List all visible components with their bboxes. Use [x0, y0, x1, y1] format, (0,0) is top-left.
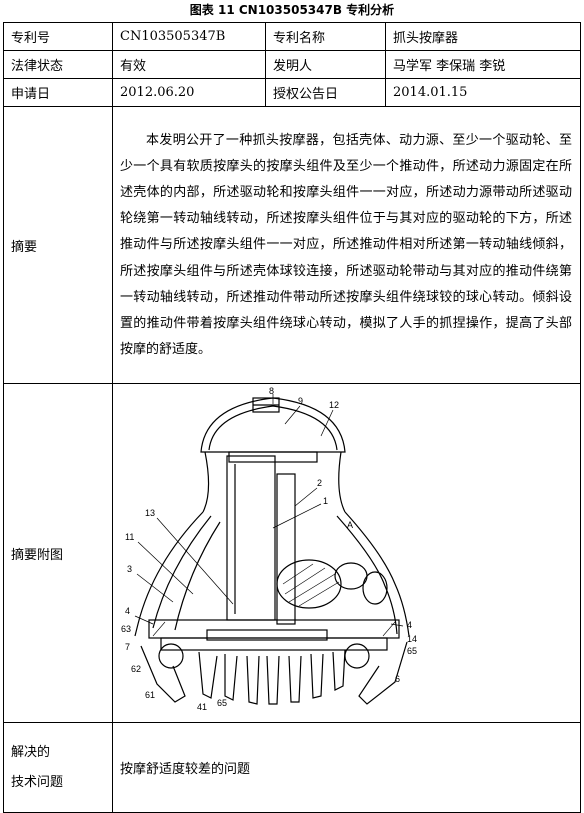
callout-6: 6	[395, 674, 400, 684]
patent-table: 专利号 CN103505347B 专利名称 抓头按摩器 法律状态 有效 发明人 …	[3, 22, 581, 813]
callout-65-right: 65	[407, 646, 417, 656]
callout-11: 11	[125, 532, 134, 542]
drive-gear	[276, 559, 342, 609]
legal-status-value: 有效	[112, 50, 266, 79]
left-leg	[140, 645, 186, 703]
callout-9: 9	[298, 396, 303, 406]
problem-text: 按摩舒适度较差的问题	[112, 722, 581, 813]
patent-name-label: 专利名称	[265, 22, 386, 51]
callout-a: A	[347, 520, 353, 530]
right-leg	[358, 641, 408, 705]
callout-65-bottom: 65	[217, 698, 227, 708]
figure-label: 摘要附图	[3, 383, 113, 723]
info-row-patent-number: 专利号 CN103505347B 专利名称 抓头按摩器	[3, 22, 581, 51]
callout-14: 14	[407, 634, 417, 644]
inventor-label: 发明人	[265, 50, 386, 79]
figure-title: 图表 11 CN103505347B 专利分析	[189, 3, 395, 17]
abstract-text: 本发明公开了一种抓头按摩器，包括壳体、动力源、至少一个驱动轮、至少一个具有软质按…	[120, 132, 572, 358]
callout-4-right: 4	[407, 620, 412, 630]
motor	[226, 455, 276, 621]
figure-row: 摘要附图	[3, 383, 581, 723]
problem-row: 解决的 技术问题 按摩舒适度较差的问题	[3, 722, 581, 813]
callout-8: 8	[269, 386, 274, 396]
callout-2: 2	[317, 478, 322, 488]
info-row-legal-status: 法律状态 有效 发明人 马学军 李保瑞 李锐	[3, 50, 581, 79]
problem-label-line1: 解决的	[11, 744, 51, 760]
massager-drawing: 8 9 12 2 1 A 13 11 3 4 63 7 62 61 41 65 …	[121, 386, 417, 712]
abstract-label: 摘要	[3, 106, 113, 384]
patent-name-value: 抓头按摩器	[385, 22, 581, 51]
bottom-plate	[148, 619, 400, 639]
grant-date-value: 2014.01.15	[385, 78, 581, 107]
body-right-outline	[344, 511, 410, 637]
abstract-cell: 本发明公开了一种抓头按摩器，包括壳体、动力源、至少一个驱动轮、至少一个具有软质按…	[112, 106, 581, 384]
grant-date-label: 授权公告日	[265, 78, 386, 107]
problem-label: 解决的 技术问题	[3, 722, 113, 813]
callout-1: 1	[323, 496, 328, 506]
callout-12: 12	[329, 400, 339, 410]
body-left-outline	[134, 511, 204, 637]
abstract-row: 摘要 本发明公开了一种抓头按摩器，包括壳体、动力源、至少一个驱动轮、至少一个具有…	[3, 106, 581, 384]
problem-label-line2: 技术问题	[11, 774, 64, 790]
filing-date-label: 申请日	[3, 78, 113, 107]
patent-number-value: CN103505347B	[112, 22, 266, 51]
callout-61: 61	[145, 690, 155, 700]
upper-plate	[228, 451, 318, 463]
callout-63: 63	[121, 624, 131, 634]
inventor-value: 马学军 李保瑞 李锐	[385, 50, 581, 79]
info-row-dates: 申请日 2012.06.20 授权公告日 2014.01.15	[3, 78, 581, 107]
callout-4-left: 4	[125, 606, 130, 616]
right-ball-joint	[344, 643, 370, 669]
figure-cell: 8 9 12 2 1 A 13 11 3 4 63 7 62 61 41 65 …	[112, 383, 581, 723]
patent-number-label: 专利号	[3, 22, 113, 51]
callout-41: 41	[197, 702, 207, 712]
callout-62: 62	[131, 664, 141, 674]
legal-status-label: 法律状态	[3, 50, 113, 79]
filing-date-value: 2012.06.20	[112, 78, 266, 107]
callout-3: 3	[127, 564, 132, 574]
callout-7: 7	[125, 642, 130, 652]
callout-13: 13	[145, 508, 155, 518]
left-ball-joint	[158, 643, 184, 669]
